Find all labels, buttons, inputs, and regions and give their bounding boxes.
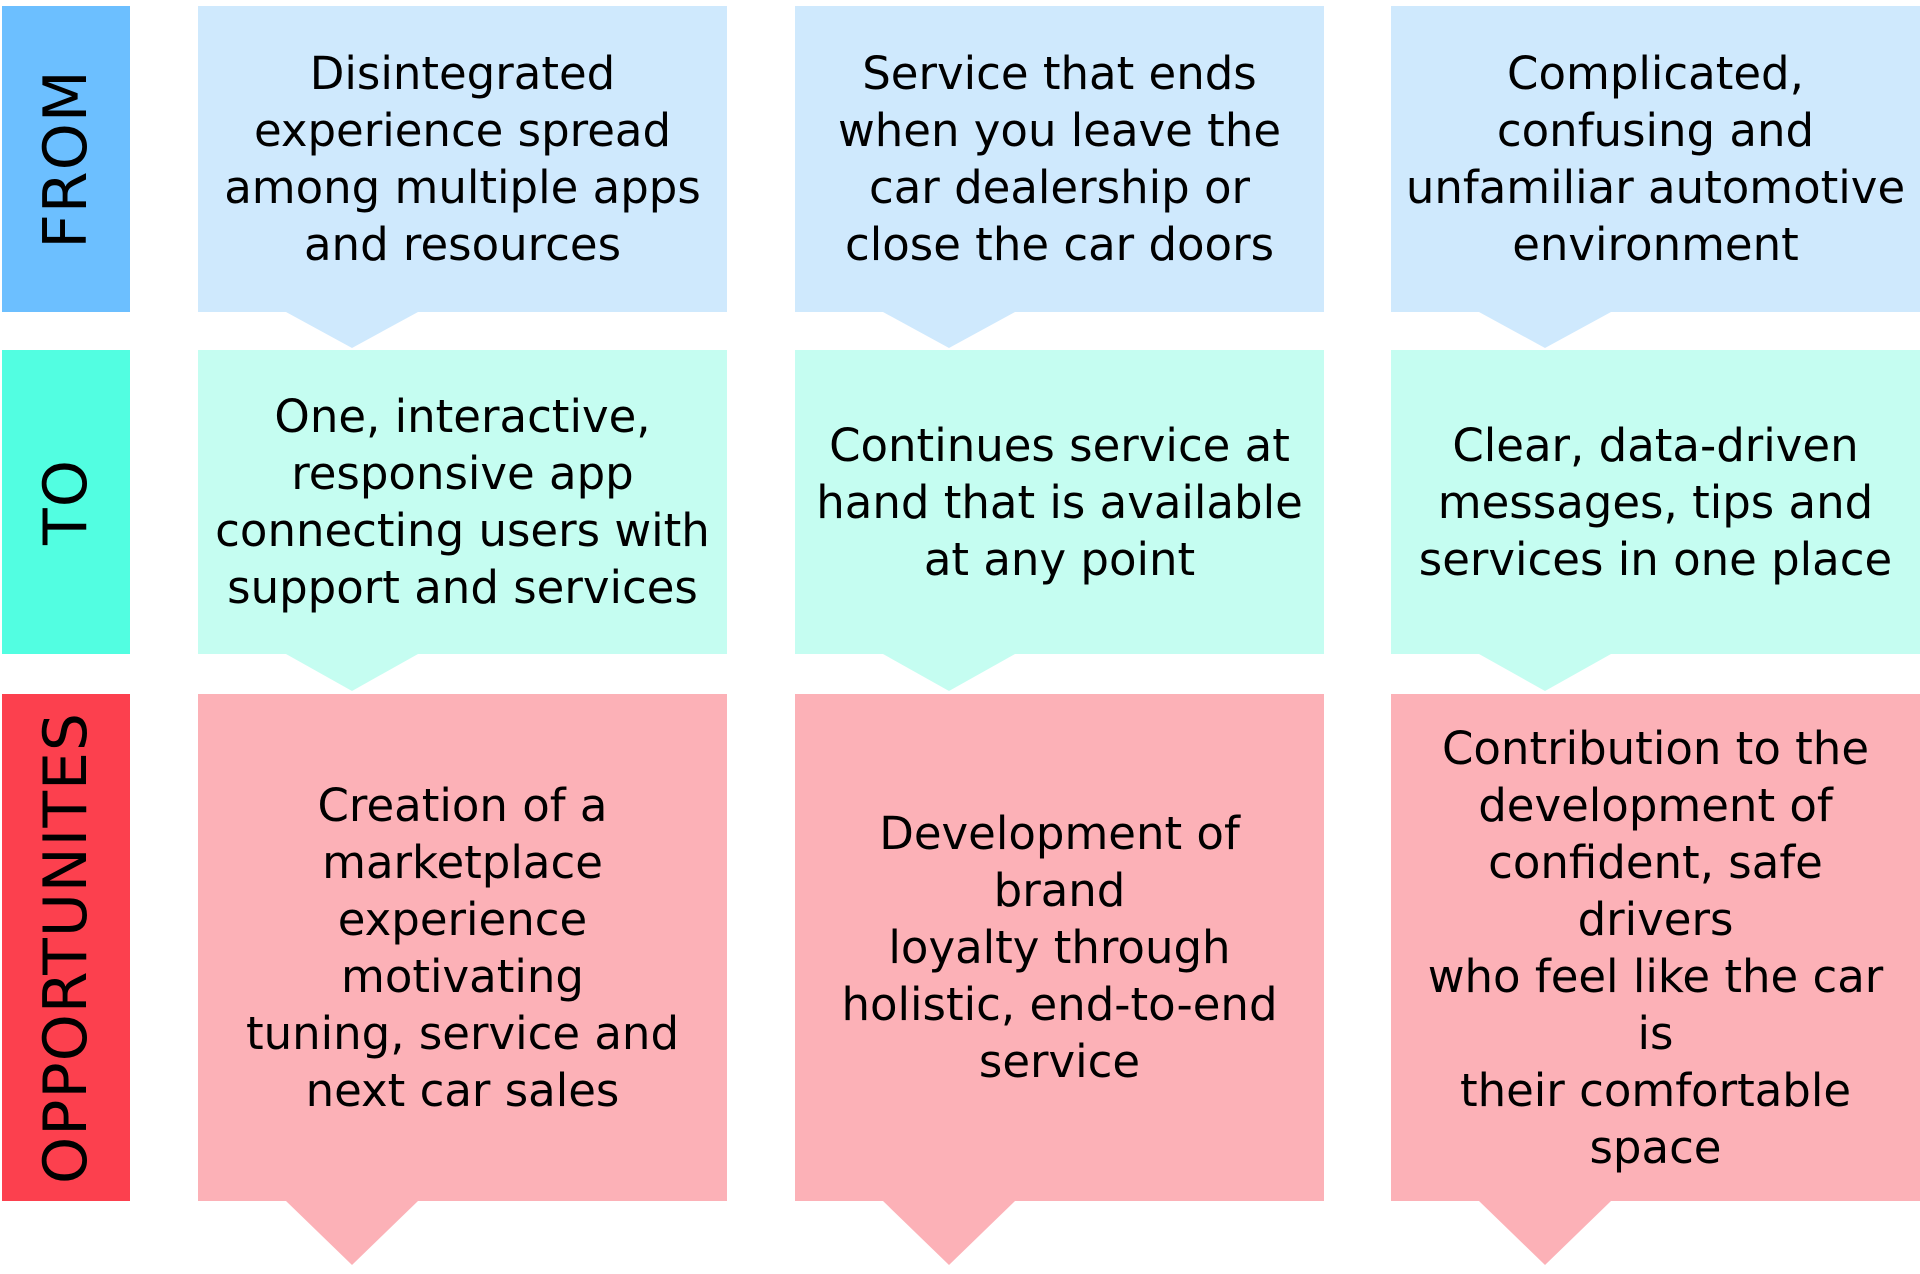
- from-box-1-pointer: [286, 312, 418, 348]
- to-box-1: One, interactive, responsive app connect…: [198, 350, 727, 654]
- from-box-1: Disintegrated experience spread among mu…: [198, 6, 727, 312]
- to-label-bar: TO: [2, 350, 130, 654]
- to-box-2: Continues service at hand that is availa…: [795, 350, 1324, 654]
- opportunity-box-2: Development of brand loyalty through hol…: [795, 694, 1324, 1201]
- to-box-3: Clear, data-driven messages, tips and se…: [1391, 350, 1920, 654]
- from-label-bar: FROM: [2, 6, 130, 312]
- opportunity-box-2-text: Development of brand loyalty through hol…: [841, 807, 1278, 1088]
- from-box-3: Complicated, confusing and unfamiliar au…: [1391, 6, 1920, 312]
- from-box-3-text: Complicated, confusing and unfamiliar au…: [1405, 47, 1906, 271]
- from-box-1-text: Disintegrated experience spread among mu…: [224, 47, 701, 271]
- to-box-3-pointer: [1479, 654, 1611, 691]
- opportunity-box-3-pointer: [1479, 1201, 1611, 1265]
- from-box-2-pointer: [883, 312, 1015, 348]
- from-box-2-text: Service that ends when you leave the car…: [837, 47, 1282, 271]
- opportunity-box-2-pointer: [883, 1201, 1015, 1265]
- opportunities-label-bar: OPPORTUNITES: [2, 694, 130, 1201]
- to-box-1-pointer: [286, 654, 418, 691]
- to-box-3-text: Clear, data-driven messages, tips and se…: [1418, 418, 1893, 586]
- from-box-3-pointer: [1479, 312, 1611, 348]
- opportunity-box-3-text: Contribution to the development of confi…: [1427, 721, 1884, 1174]
- to-box-1-text: One, interactive, responsive app connect…: [215, 390, 710, 614]
- opportunity-box-3: Contribution to the development of confi…: [1391, 694, 1920, 1201]
- opportunities-label: OPPORTUNITES: [31, 711, 101, 1184]
- to-label: TO: [31, 459, 101, 545]
- to-box-2-text: Continues service at hand that is availa…: [816, 418, 1303, 586]
- from-label: FROM: [31, 69, 101, 249]
- to-box-2-pointer: [883, 654, 1015, 691]
- opportunity-box-1-text: Creation of a marketplace experience mot…: [245, 778, 680, 1117]
- opportunity-box-1: Creation of a marketplace experience mot…: [198, 694, 727, 1201]
- opportunity-box-1-pointer: [286, 1201, 418, 1265]
- from-box-2: Service that ends when you leave the car…: [795, 6, 1324, 312]
